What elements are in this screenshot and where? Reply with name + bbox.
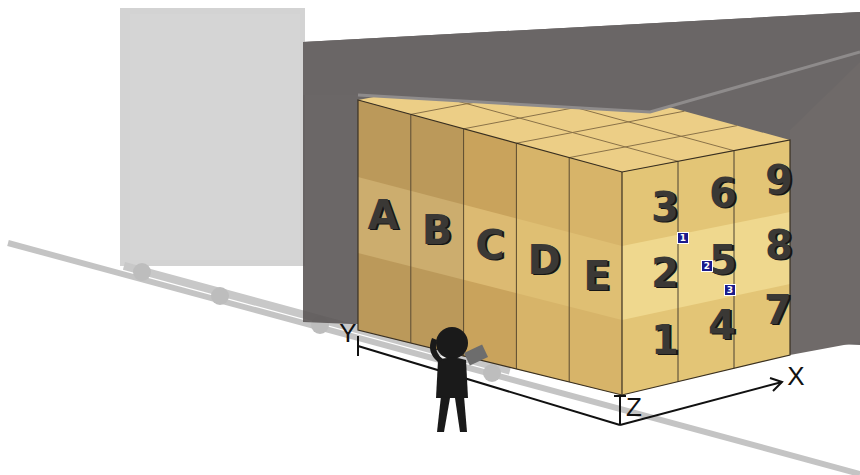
axis-label: X (785, 362, 806, 390)
x-axis (620, 382, 782, 425)
cargo-label: C (475, 225, 504, 265)
cargo-label: 9 (765, 160, 793, 200)
faded-trailer (120, 8, 305, 266)
cargo-face-label: D (523, 238, 564, 282)
cargo-label: 6 (709, 173, 737, 213)
callout-badge: 1 (677, 232, 689, 244)
cargo-face-label: 8 (761, 223, 797, 267)
callout-number: 3 (727, 285, 733, 295)
y-axis (358, 346, 620, 425)
grid-line (569, 126, 737, 158)
person-arm (430, 338, 444, 362)
axis-name: Y (339, 320, 356, 346)
laptop (464, 344, 488, 365)
column-line (516, 143, 517, 369)
cargo-face-label: 2 (647, 251, 683, 295)
person-leg (437, 396, 450, 432)
axis-name: X (787, 363, 804, 389)
cargo-label: 2 (651, 253, 679, 293)
cargo-label: E (583, 256, 610, 296)
z-axis (619, 396, 621, 425)
cargo-face-label: A (364, 193, 403, 237)
cargo-label: 5 (709, 240, 737, 280)
cargo-label: 8 (765, 225, 793, 265)
cargo-label: 7 (764, 290, 792, 330)
person (430, 327, 468, 432)
grid-line (516, 111, 684, 143)
cargo-face-label: 9 (761, 158, 797, 202)
axis-name: Z (626, 394, 642, 420)
cargo-label: D (527, 240, 560, 280)
callout-badge: 3 (724, 284, 736, 296)
person-leg (455, 396, 467, 432)
callout-number: 1 (680, 233, 686, 243)
x-arrowhead (770, 378, 782, 391)
axis-label: Y (337, 319, 358, 347)
axis-tick (357, 336, 359, 356)
trailer-panel (130, 14, 300, 260)
container-inner-wall (790, 62, 860, 355)
cargo-face-label: 1 (647, 318, 683, 362)
cargo-face-label: C (471, 223, 508, 267)
column-line (463, 129, 464, 356)
callout-badge: 2 (701, 260, 713, 272)
wheel (483, 364, 501, 382)
cargo-face-label: B (418, 208, 457, 252)
axis-tick (614, 395, 626, 397)
cargo-outline (358, 100, 790, 395)
callout-number: 2 (704, 261, 710, 271)
cargo-face-label: 7 (760, 288, 796, 332)
wheel (133, 263, 151, 281)
person-body (436, 358, 468, 399)
cargo-face-label: 3 (647, 185, 683, 229)
cargo-label: 3 (651, 187, 679, 227)
container-wall-tint (358, 100, 463, 356)
person-head (436, 327, 468, 359)
axes (358, 336, 782, 425)
cargo-label: 1 (651, 320, 679, 360)
axis-label: Z (624, 393, 644, 421)
cargo-front (622, 140, 790, 395)
container-roof (303, 12, 860, 112)
roof-edge (358, 52, 860, 112)
column-line (569, 158, 570, 382)
wheel (211, 287, 229, 305)
cargo-face-label: 4 (704, 303, 740, 347)
cargo-side-highlight (516, 143, 622, 395)
cargo-face-label: E (579, 254, 614, 298)
cargo-label: A (368, 195, 399, 235)
cargo-label: B (422, 210, 453, 250)
cargo-edge (621, 172, 622, 395)
cargo-face-label: 6 (705, 171, 741, 215)
cargo-label: 4 (708, 305, 736, 345)
